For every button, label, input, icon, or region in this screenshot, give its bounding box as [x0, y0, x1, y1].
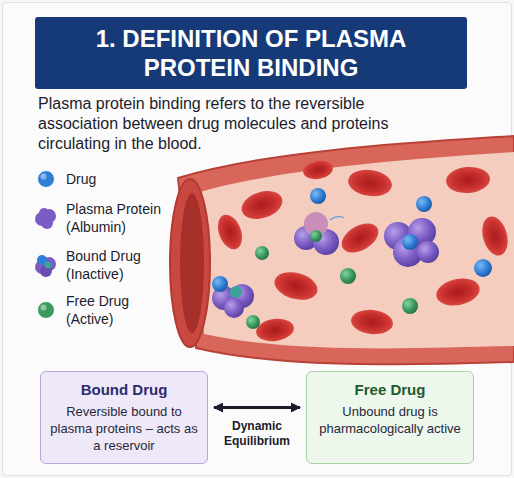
legend-label: Bound Drug (Inactive) — [66, 247, 166, 283]
box-heading: Free Drug — [316, 380, 464, 399]
legend-swatch — [33, 205, 59, 231]
bound-drug-box: Bound DrugReversible bound to plasma pro… — [40, 371, 208, 464]
box-body: Unbound drug is pharmacologically active — [316, 403, 464, 437]
legend-swatch — [33, 252, 59, 278]
box-heading: Bound Drug — [50, 380, 198, 399]
edge-label: Dynamic Equilibrium — [214, 418, 300, 450]
free-drug-box: Free DrugUnbound drug is pharmacological… — [306, 371, 474, 464]
equilibrium-arrow — [214, 406, 300, 409]
title-text: 1. DEFINITION OF PLASMA PROTEIN BINDING — [55, 24, 447, 82]
legend-label: Free Drug (Active) — [66, 292, 166, 328]
title-banner: 1. DEFINITION OF PLASMA PROTEIN BINDING — [35, 17, 467, 89]
intro-text: Plasma protein binding refers to the rev… — [38, 94, 442, 154]
box-body: Reversible bound to plasma proteins – ac… — [50, 403, 198, 454]
legend-swatch — [33, 297, 59, 323]
legend-label: Drug — [66, 170, 166, 188]
legend-label: Plasma Protein (Albumin) — [66, 200, 166, 236]
legend-swatch — [33, 166, 59, 192]
